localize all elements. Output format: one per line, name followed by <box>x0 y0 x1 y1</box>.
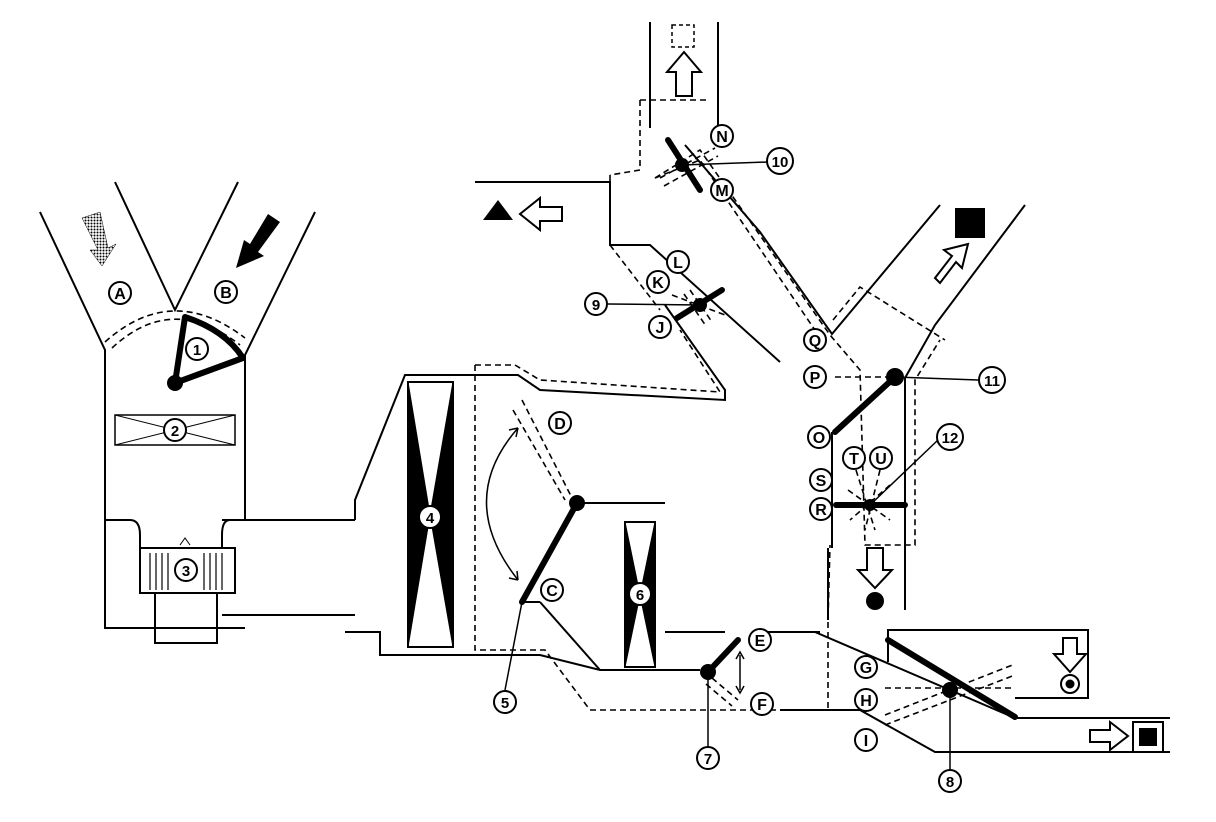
svg-text:3: 3 <box>182 563 190 580</box>
svg-text:S: S <box>816 473 827 490</box>
label-H: H <box>854 688 878 712</box>
svg-text:10: 10 <box>772 154 789 171</box>
label-J: J <box>648 315 672 339</box>
svg-text:F: F <box>757 697 767 714</box>
side-vent-arrow-icon <box>483 195 563 233</box>
floor-outlet-duct <box>780 629 1170 753</box>
svg-text:M: M <box>715 183 728 200</box>
label-C: C <box>540 578 564 602</box>
label-A: A <box>108 281 132 305</box>
label-P: P <box>803 365 827 389</box>
svg-text:1: 1 <box>193 342 201 359</box>
svg-text:H: H <box>860 693 872 710</box>
svg-text:L: L <box>673 255 683 272</box>
svg-text:C: C <box>546 583 558 600</box>
door-12 <box>833 469 908 531</box>
label-D: D <box>548 411 572 435</box>
number-6: 6 <box>628 582 652 606</box>
number-10: 10 <box>766 147 794 175</box>
number-3: 3 <box>174 558 198 582</box>
svg-text:G: G <box>860 660 872 677</box>
label-U: U <box>869 446 893 470</box>
svg-text:Q: Q <box>809 333 821 350</box>
number-9: 9 <box>584 292 608 316</box>
svg-text:B: B <box>220 285 232 302</box>
svg-text:E: E <box>755 633 766 650</box>
number-1: 1 <box>185 337 209 361</box>
svg-text:N: N <box>716 129 728 146</box>
svg-text:P: P <box>810 370 821 387</box>
svg-text:A: A <box>114 286 126 303</box>
svg-text:5: 5 <box>501 695 509 712</box>
number-5: 5 <box>493 690 517 714</box>
svg-text:D: D <box>554 416 566 433</box>
blower-fan <box>105 519 245 644</box>
svg-text:12: 12 <box>942 430 959 447</box>
label-L: L <box>666 250 690 274</box>
svg-text:4: 4 <box>426 510 435 527</box>
label-B: B <box>214 280 238 304</box>
number-12: 12 <box>936 423 964 451</box>
fresh-air-arrow-icon <box>236 214 280 268</box>
number-2: 2 <box>163 418 187 442</box>
label-N: N <box>710 124 734 148</box>
rear-vent-arrow-icon <box>1089 719 1164 753</box>
number-11: 11 <box>978 366 1006 394</box>
svg-text:8: 8 <box>946 774 954 791</box>
label-T: T <box>842 446 866 470</box>
label-M: M <box>710 178 734 202</box>
rear-foot-arrow-icon <box>1051 637 1089 694</box>
svg-text:K: K <box>652 275 664 292</box>
svg-text:9: 9 <box>592 297 600 314</box>
svg-text:I: I <box>864 733 868 750</box>
svg-text:7: 7 <box>704 751 712 768</box>
label-R: R <box>809 497 833 521</box>
svg-text:T: T <box>849 451 859 468</box>
main-duct <box>222 304 726 671</box>
number-4: 4 <box>418 505 442 529</box>
svg-text:2: 2 <box>171 423 179 440</box>
svg-text:O: O <box>813 430 825 447</box>
defrost-outlet-arrow-icon <box>664 24 704 97</box>
label-G: G <box>854 655 878 679</box>
label-E: E <box>748 628 772 652</box>
svg-text:11: 11 <box>984 373 1000 390</box>
vent-ducts <box>475 22 1026 620</box>
svg-text:U: U <box>875 451 887 468</box>
svg-text:J: J <box>656 320 665 337</box>
center-vent-arrow-icon <box>933 208 985 285</box>
label-O: O <box>807 425 831 449</box>
svg-text:R: R <box>815 502 827 519</box>
svg-text:6: 6 <box>636 587 644 604</box>
foot-outlet-arrow-icon <box>855 547 895 610</box>
label-F: F <box>750 692 774 716</box>
leader-lines <box>504 161 979 770</box>
number-8: 8 <box>938 769 962 793</box>
label-S: S <box>809 468 833 492</box>
label-I: I <box>854 728 878 752</box>
flow-paths <box>474 99 946 711</box>
label-Q: Q <box>803 328 827 352</box>
air-mix-door <box>485 399 665 671</box>
door-11 <box>832 368 904 435</box>
number-7: 7 <box>696 746 720 770</box>
recirc-air-arrow-icon <box>81 211 117 267</box>
intake-door <box>167 314 246 391</box>
label-K: K <box>646 270 670 294</box>
door-9 <box>671 287 726 327</box>
